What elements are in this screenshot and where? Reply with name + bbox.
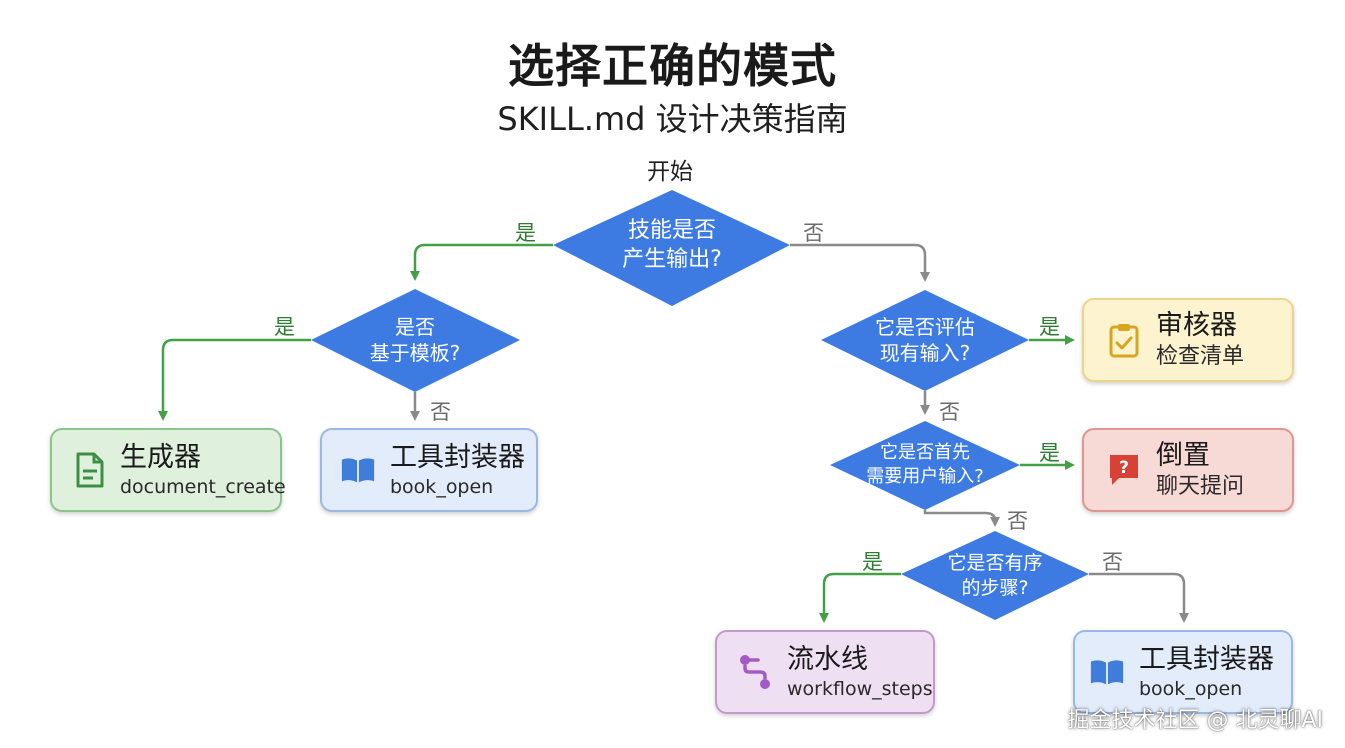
clipboard-check-icon xyxy=(1106,322,1142,358)
decision-diamond-evaluates-input xyxy=(821,290,1029,391)
yes-connector-d5-pipeline xyxy=(819,572,901,623)
outcome-card-reviewer: 审核器 检查清单 xyxy=(1082,298,1294,382)
outcome-card-inversion: ? 倒置 聊天提问 xyxy=(1082,428,1294,512)
card-text: 工具封装器 book_open xyxy=(390,441,525,499)
yes-label: 是 xyxy=(862,550,883,574)
decision-line: 现有输入? xyxy=(879,341,971,365)
outcome-card-generator: 生成器 document_create xyxy=(50,428,286,512)
decision-line: 基于模板? xyxy=(369,341,461,365)
question-chat-icon: ? xyxy=(1106,452,1142,488)
card-title: 流水线 xyxy=(787,644,868,675)
book-icon xyxy=(340,452,376,488)
decision-line: 技能是否 xyxy=(627,218,716,243)
diagram-title: 选择正确的模式 xyxy=(508,39,837,93)
decision-diamond-needs-user-input xyxy=(830,421,1020,510)
card-title: 倒置 xyxy=(1156,440,1210,471)
card-subtitle: 检查清单 xyxy=(1156,344,1245,369)
book-icon xyxy=(1089,654,1125,690)
decision-line: 它是否首先 xyxy=(880,442,970,463)
decision-diamond-template-based xyxy=(311,289,520,392)
decision-diamond-produces-output xyxy=(553,190,790,306)
decision-line: 产生输出? xyxy=(622,247,722,272)
no-label: 否 xyxy=(939,400,960,424)
decision-line: 是否 xyxy=(395,315,435,339)
card-title: 审核器 xyxy=(1156,310,1237,341)
yes-label: 是 xyxy=(1039,315,1060,339)
card-subtitle: book_open xyxy=(1139,678,1243,700)
card-title: 工具封装器 xyxy=(390,442,525,473)
decision-text-produces-output: 技能是否 产生输出? xyxy=(583,215,761,275)
card-text: 审核器 检查清单 xyxy=(1156,309,1244,371)
no-label: 否 xyxy=(1102,550,1123,574)
decision-text-ordered-steps: 它是否有序 的步骤? xyxy=(915,548,1075,604)
outcome-card-pipeline: 流水线 workflow_steps xyxy=(715,630,935,714)
no-label: 否 xyxy=(430,400,451,424)
start-label: 开始 xyxy=(647,159,693,185)
yes-connector-d2-generator xyxy=(158,338,311,421)
outcome-card-tool-wrapper: 工具封装器 book_open xyxy=(320,428,538,512)
svg-text:?: ? xyxy=(1119,458,1129,478)
decision-text-needs-user-input: 它是否首先 需要用户输入? xyxy=(845,437,1005,493)
no-connector-d4-d5 xyxy=(923,510,1000,527)
yes-connector-d1-d2 xyxy=(410,243,553,281)
no-label: 否 xyxy=(1007,509,1028,533)
decision-diamond-ordered-steps xyxy=(901,531,1089,620)
yes-label: 是 xyxy=(274,315,295,339)
decision-text-template-based: 是否 基于模板? xyxy=(335,310,495,370)
workflow-icon xyxy=(737,654,773,690)
yes-label: 是 xyxy=(1039,441,1060,465)
outcome-card-tool-wrapper: 工具封装器 book_open xyxy=(1073,630,1293,714)
card-subtitle: document_create xyxy=(120,476,286,498)
card-subtitle: 聊天提问 xyxy=(1156,474,1245,499)
decision-line: 需要用户输入? xyxy=(866,466,984,487)
card-subtitle: book_open xyxy=(390,476,494,498)
card-title: 生成器 xyxy=(120,442,201,473)
card-subtitle: workflow_steps xyxy=(787,678,933,700)
card-text: 流水线 workflow_steps xyxy=(787,643,933,701)
decision-line: 它是否评估 xyxy=(875,315,975,339)
no-label: 否 xyxy=(803,221,824,245)
decision-line: 的步骤? xyxy=(961,577,1029,599)
decision-text-evaluates-input: 它是否评估 现有输入? xyxy=(845,310,1005,370)
card-text: 工具封装器 book_open xyxy=(1139,643,1274,701)
no-connector-d5-toolwrapper xyxy=(1089,572,1189,623)
card-title: 工具封装器 xyxy=(1139,644,1274,675)
card-text: 生成器 document_create xyxy=(120,441,286,499)
yes-label: 是 xyxy=(515,221,536,245)
diagram-subtitle: SKILL.md 设计决策指南 xyxy=(497,100,848,138)
no-connector-d1-d3 xyxy=(790,243,930,282)
document-icon xyxy=(72,452,108,488)
decision-line: 它是否有序 xyxy=(947,552,1043,574)
card-text: 倒置 聊天提问 xyxy=(1156,439,1244,501)
watermark: 掘金技术社区 @ 北灵聊AI xyxy=(1067,708,1323,733)
